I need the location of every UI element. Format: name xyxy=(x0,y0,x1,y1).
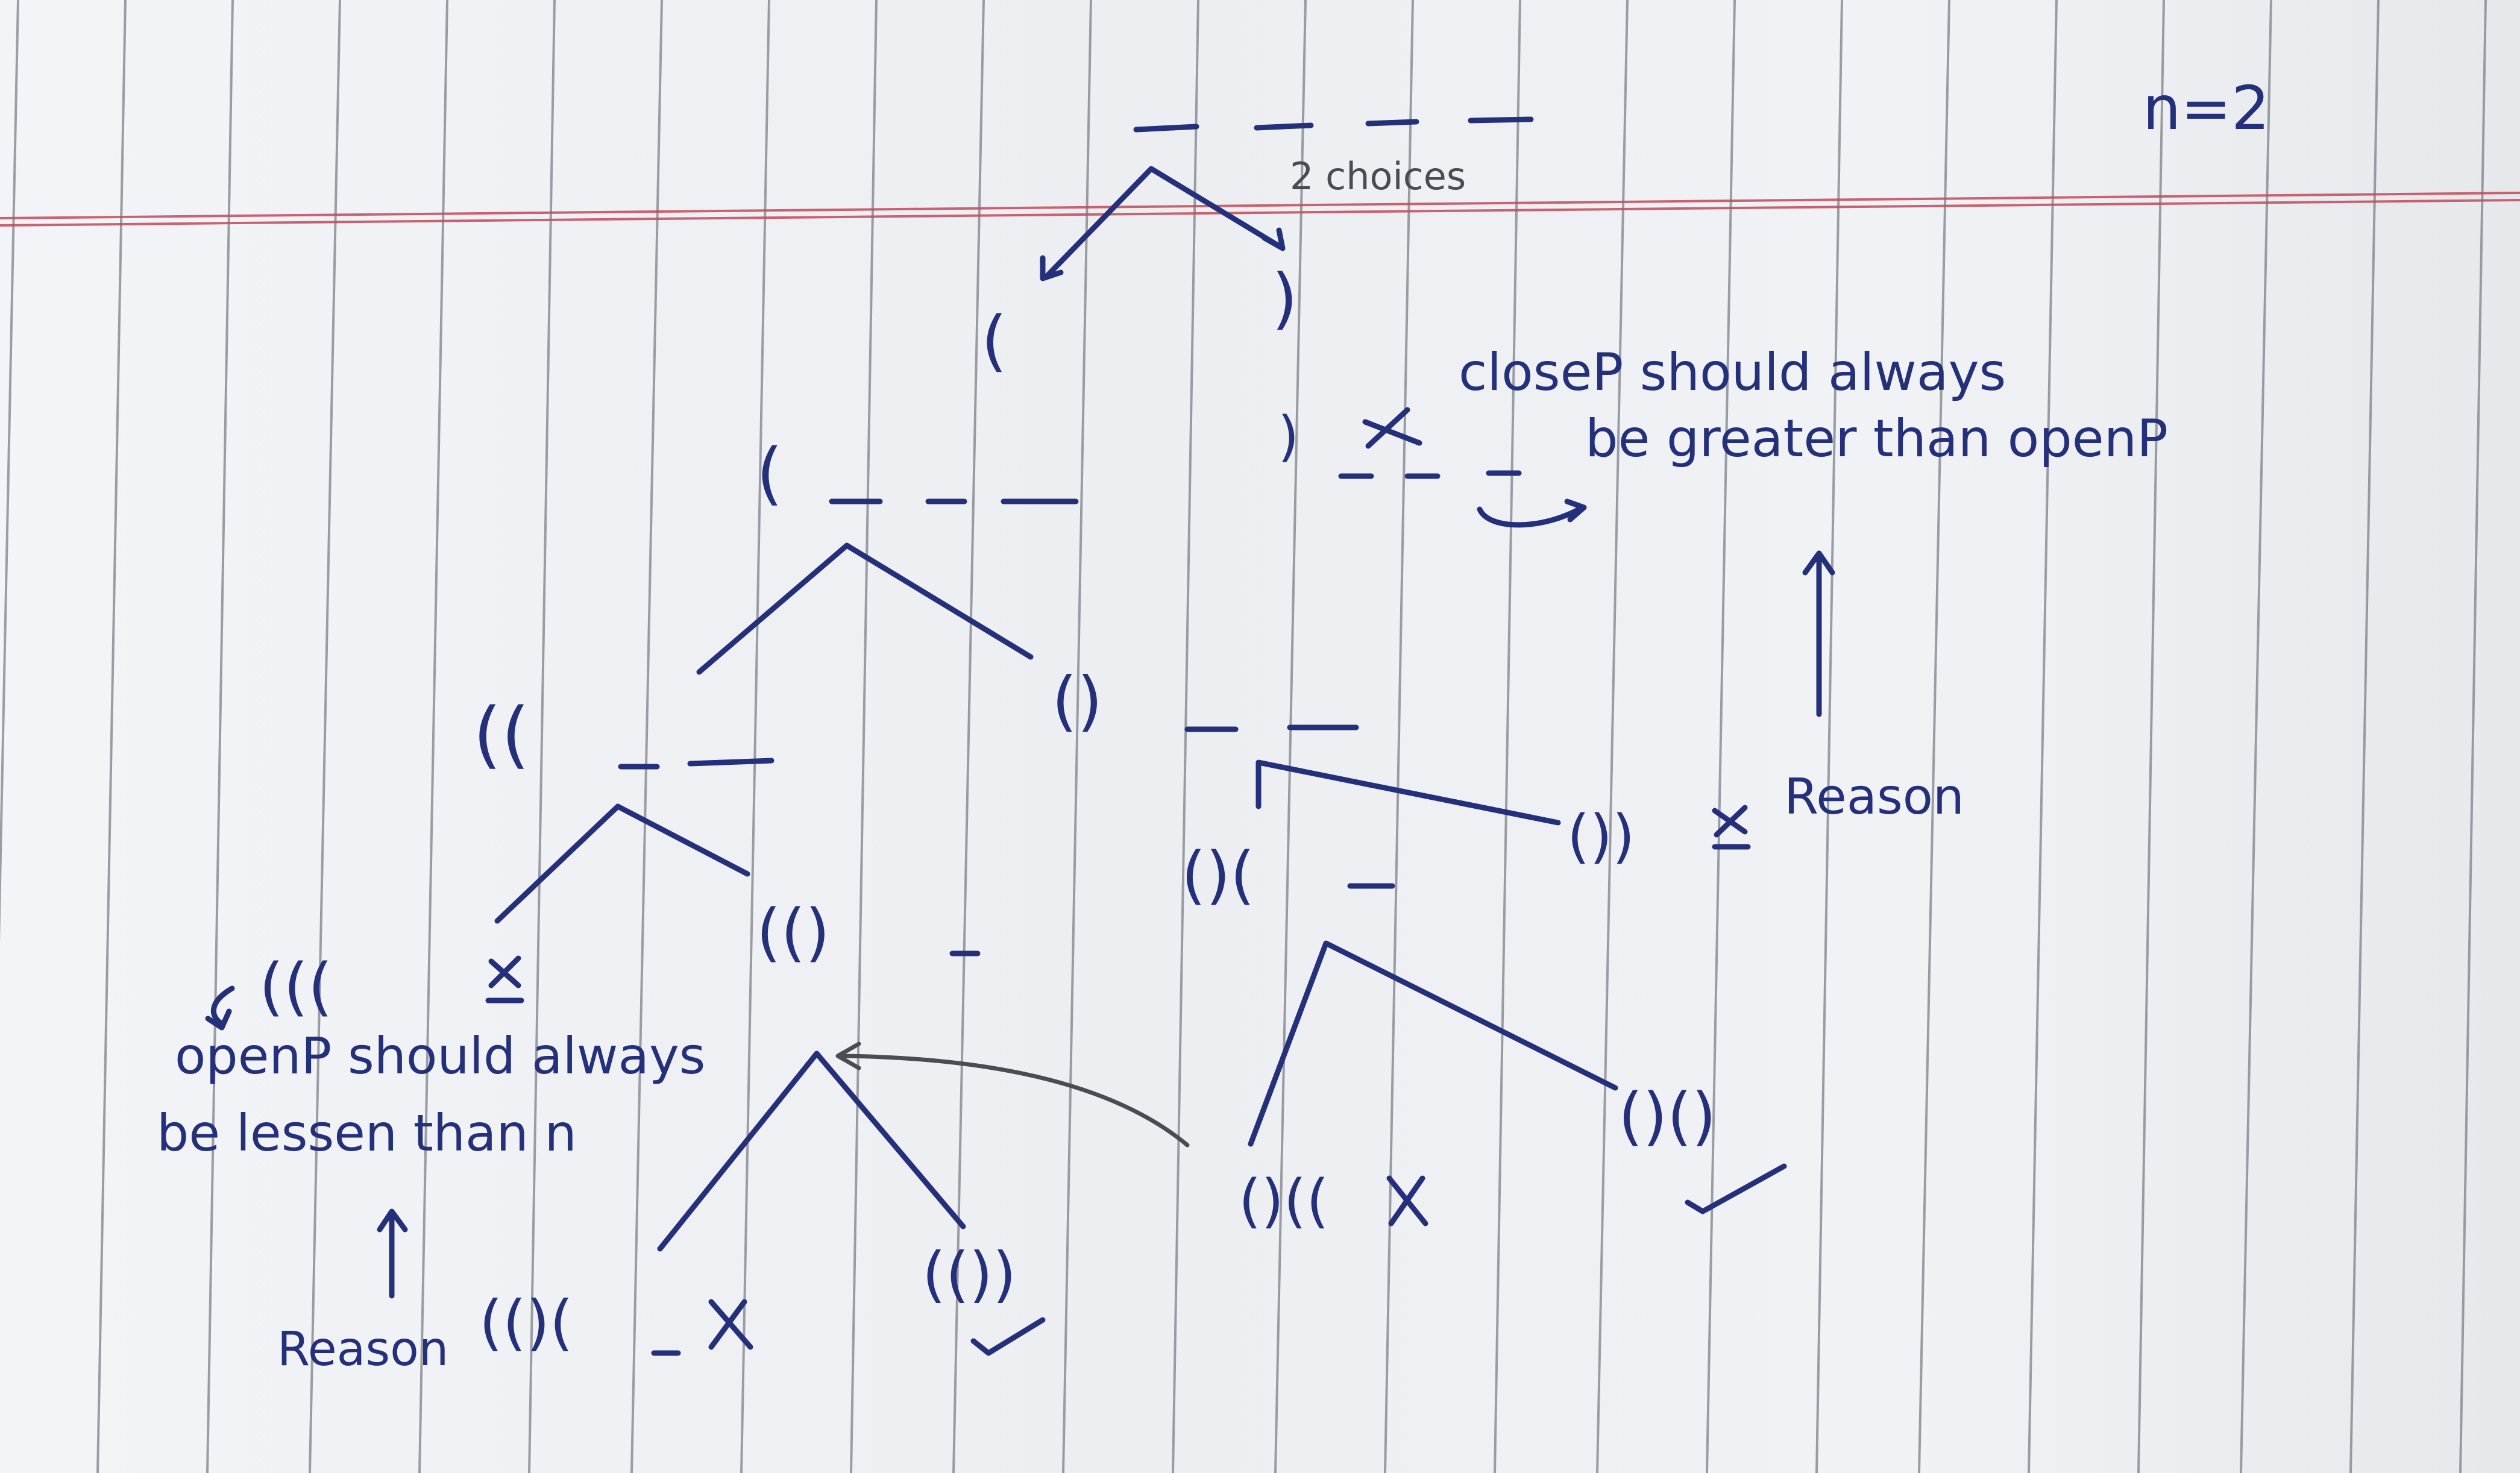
margin-line xyxy=(0,192,2520,219)
node-l3-right-mid: ()( xyxy=(1181,838,1255,912)
leaf-valid-a: (()) xyxy=(922,1239,1017,1310)
page-rule-line xyxy=(1172,0,1199,1473)
node-l3-left-invalid: ((( xyxy=(259,950,333,1023)
page-rule-line xyxy=(1494,0,1521,1473)
page-rule-line xyxy=(2137,0,2165,1473)
leaf-invalid-b: ()(( xyxy=(1239,1167,1329,1235)
node-l3-right-invalid: ()) xyxy=(1567,803,1635,870)
n-value: n=2 xyxy=(2143,73,2270,143)
page-rule-line xyxy=(740,0,770,1473)
page-rule-line xyxy=(1815,0,1843,1473)
l1-branches xyxy=(696,542,1034,675)
root-branches xyxy=(1040,166,1286,281)
node-open-1: ( xyxy=(981,302,1007,379)
page-rule-line xyxy=(528,0,556,1473)
annotation-arrows xyxy=(205,498,1587,1148)
page-rule-line xyxy=(418,0,448,1473)
page-rule-line xyxy=(630,0,663,1473)
check-icon xyxy=(970,1317,1046,1356)
page-rule-line xyxy=(1062,0,1092,1473)
page-rule-line xyxy=(1274,0,1307,1473)
page-rule-line xyxy=(1596,0,1629,1473)
node-close-1: ) xyxy=(1272,260,1298,337)
leaf-valid-b: ()() xyxy=(1618,1079,1717,1153)
l3-branches xyxy=(657,940,1618,1252)
page-rule-line xyxy=(2349,0,2380,1473)
page-rule-line xyxy=(952,0,985,1473)
page-rule-line xyxy=(96,0,127,1473)
page-rule-line xyxy=(1918,0,1950,1473)
node-close-invalid: ) xyxy=(1278,405,1299,468)
reason-arrows xyxy=(377,550,1835,1299)
page-rule-line xyxy=(2240,0,2272,1473)
reason-left-label: Reason xyxy=(277,1322,449,1377)
node-l3-left-mid: (() xyxy=(756,896,830,969)
note-close-rule-2: be greater than openP xyxy=(1585,409,2169,469)
check-icon xyxy=(1685,1163,1787,1214)
leaf-marks xyxy=(651,1163,1787,1356)
page-rule-line xyxy=(1706,0,1736,1473)
note-open-rule-1: openP should always xyxy=(175,1026,706,1085)
page-rule-line xyxy=(206,0,234,1473)
note-open-rule-2: be lessen than n xyxy=(157,1104,577,1163)
l3-blanks xyxy=(485,805,1751,1003)
margin-line xyxy=(0,199,2520,227)
page-rule-line xyxy=(309,0,341,1473)
close-blanks xyxy=(1338,407,1522,479)
page-rule-line xyxy=(0,0,19,943)
root-blanks xyxy=(1133,116,1534,133)
leaf-invalid-a: (()( xyxy=(479,1287,574,1358)
page-rule-line xyxy=(2028,0,2058,1473)
page-rule-line xyxy=(1384,0,1414,1473)
page-rule-line xyxy=(2459,0,2487,1473)
page-rule-line xyxy=(850,0,878,1473)
reason-right-label: Reason xyxy=(1784,768,1964,826)
node-l2-right: () xyxy=(1052,664,1103,739)
node-l2-left: (( xyxy=(473,693,530,777)
node-l1: ( xyxy=(756,435,783,513)
choices-note: 2 choices xyxy=(1290,154,1466,198)
l2-blanks xyxy=(618,724,1359,770)
l2-branches xyxy=(494,759,1561,924)
note-close-rule-1: closeP should always xyxy=(1459,342,2006,403)
